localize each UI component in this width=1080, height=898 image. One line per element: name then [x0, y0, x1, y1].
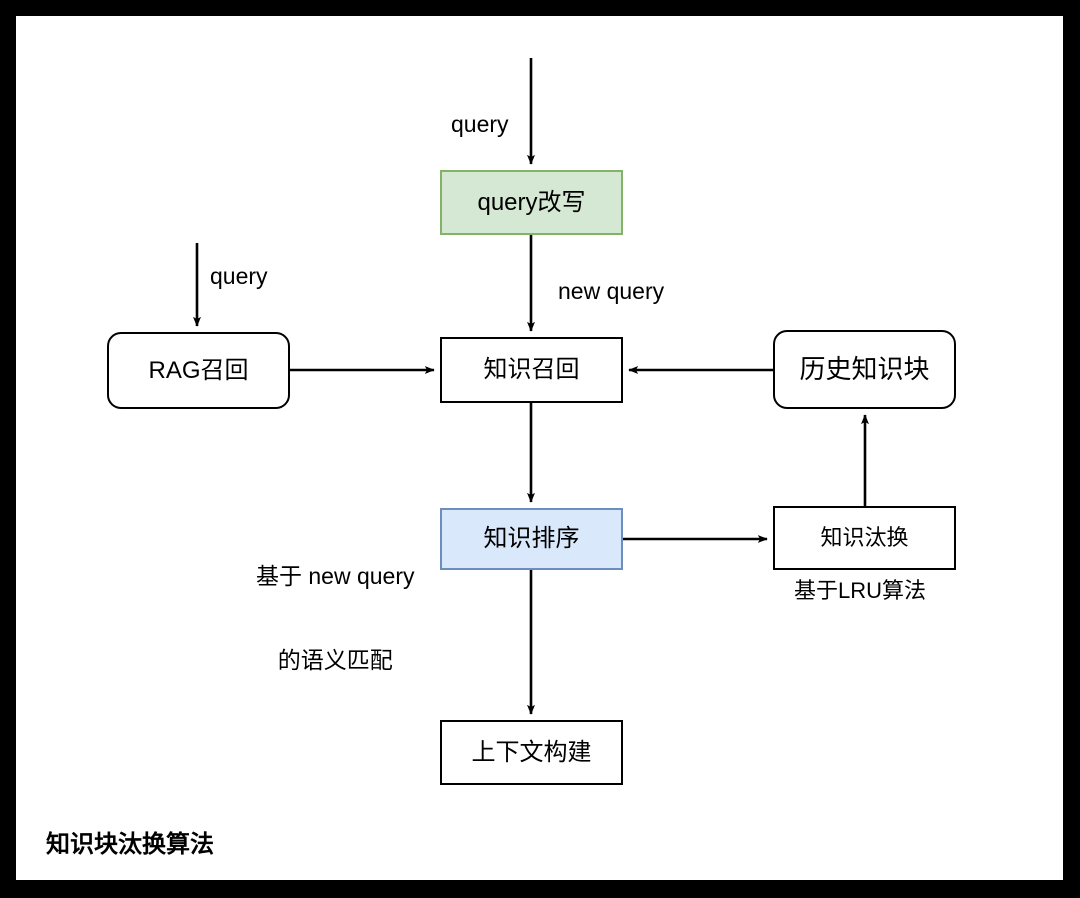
- edge-label-query-top: query: [451, 111, 509, 137]
- edge-label-semantic-match-line1: 基于 new query: [256, 563, 415, 590]
- node-know-evict[interactable]: 知识汰换: [773, 506, 956, 570]
- node-rag-recall[interactable]: RAG召回: [107, 332, 290, 409]
- node-query-rewrite-label: query改写: [477, 188, 586, 216]
- edge-label-lru: 基于LRU算法: [794, 578, 927, 603]
- node-know-evict-label: 知识汰换: [820, 525, 909, 551]
- edge-label-query-left: query: [210, 263, 268, 289]
- edge-label-new-query: new query: [558, 278, 665, 304]
- diagram-caption: 知识块汰换算法: [46, 831, 214, 858]
- node-know-recall-label: 知识召回: [483, 356, 580, 384]
- node-context-build[interactable]: 上下文构建: [440, 720, 623, 785]
- node-know-recall[interactable]: 知识召回: [440, 337, 623, 403]
- edge-label-semantic-match: 基于 new query 的语义匹配: [256, 506, 415, 730]
- node-know-rank[interactable]: 知识排序: [440, 508, 623, 570]
- node-history-block[interactable]: 历史知识块: [773, 330, 956, 409]
- node-know-rank-label: 知识排序: [483, 525, 580, 553]
- node-history-block-label: 历史知识块: [799, 353, 930, 384]
- node-query-rewrite[interactable]: query改写: [440, 170, 623, 235]
- node-context-build-label: 上下文构建: [471, 738, 592, 766]
- node-rag-recall-label: RAG召回: [148, 356, 249, 384]
- edge-label-semantic-match-line2: 的语义匹配: [277, 647, 393, 674]
